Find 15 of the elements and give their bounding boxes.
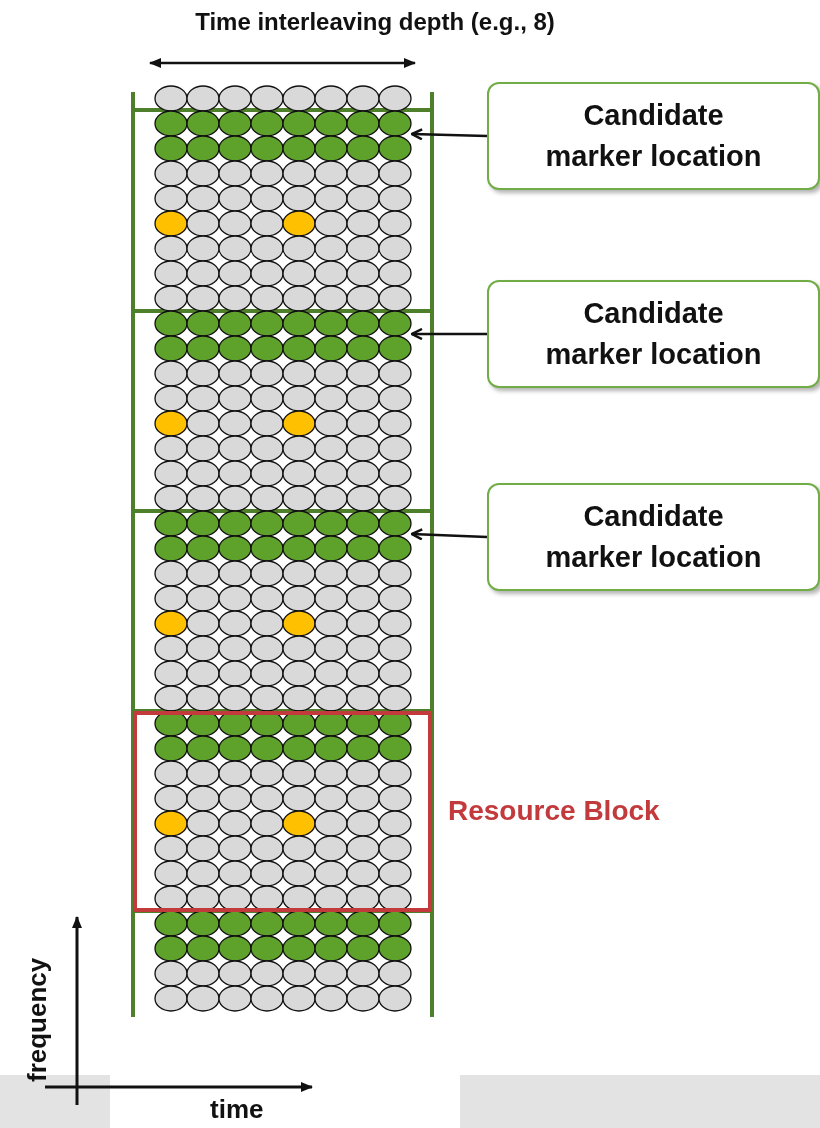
axis-label: frequency: [22, 957, 53, 1082]
resource-grid-drawing: [154, 84, 412, 1012]
resource-block-frame: [133, 711, 432, 912]
callout-box: [487, 280, 820, 388]
resource-block-label: Resource Block: [448, 795, 660, 827]
arrow: [410, 528, 488, 541]
diagram-title: Time interleaving depth (e.g., 8): [194, 8, 556, 36]
callout-box: [487, 483, 820, 591]
arrow: [410, 327, 487, 341]
callout-text: Candidate marker location: [544, 98, 763, 174]
axis-label: time: [210, 1094, 264, 1125]
callout-text: Candidate marker location: [544, 499, 763, 575]
callout-text: Candidate marker location: [544, 296, 763, 372]
callout-box: [487, 82, 820, 190]
arrow: [410, 128, 488, 141]
